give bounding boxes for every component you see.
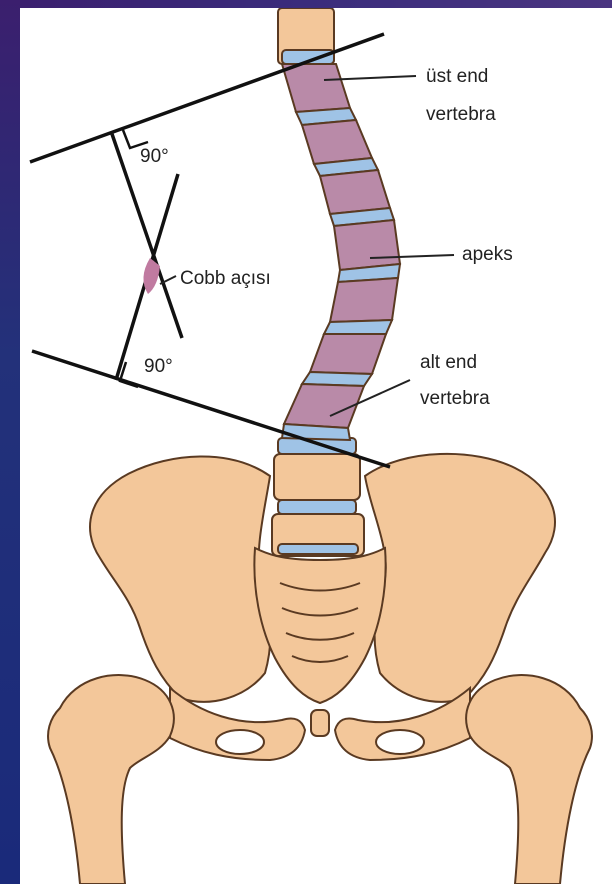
- vertebra-apex: [334, 220, 400, 270]
- upper-end-vertebra-label-line2: vertebra: [426, 104, 496, 125]
- right-iliac-wing: [365, 454, 555, 702]
- disc-6: [324, 320, 392, 334]
- vertebra-3: [320, 170, 390, 214]
- upper-angle-label: 90°: [140, 146, 169, 167]
- coccyx: [311, 710, 329, 736]
- lower-end-vertebra-label-line1: alt end: [420, 352, 477, 373]
- cobb-angle-label: Cobb açısı: [180, 268, 271, 289]
- frame-left-band: [0, 0, 20, 884]
- vertebra-upper-end: [282, 64, 350, 112]
- lower-angle-label: 90°: [144, 356, 173, 377]
- apex-label: apeks: [462, 244, 513, 265]
- scoliosis-diagram: 90° 90° Cobb açısı üst end vertebra apek…: [20, 8, 612, 884]
- right-femur: [466, 675, 592, 884]
- vertebra-2: [302, 120, 372, 164]
- left-obturator-foramen: [216, 730, 264, 754]
- disc-l5: [278, 500, 356, 514]
- vertebra-5: [330, 278, 398, 322]
- diagram-svg: 90° 90° Cobb açısı üst end vertebra apek…: [20, 8, 612, 884]
- curved-spine: [278, 8, 400, 440]
- left-femur: [48, 675, 174, 884]
- vertebra-6: [310, 334, 386, 374]
- sacrum: [254, 548, 385, 703]
- disc-s1: [278, 544, 358, 554]
- lower-end-vertebra-label-line2: vertebra: [420, 388, 490, 409]
- vertebra-l4: [274, 454, 360, 500]
- left-iliac-wing: [90, 456, 270, 701]
- frame-top-band: [0, 0, 612, 8]
- right-obturator-foramen: [376, 730, 424, 754]
- upper-end-vertebra-label-line1: üst end: [426, 66, 488, 87]
